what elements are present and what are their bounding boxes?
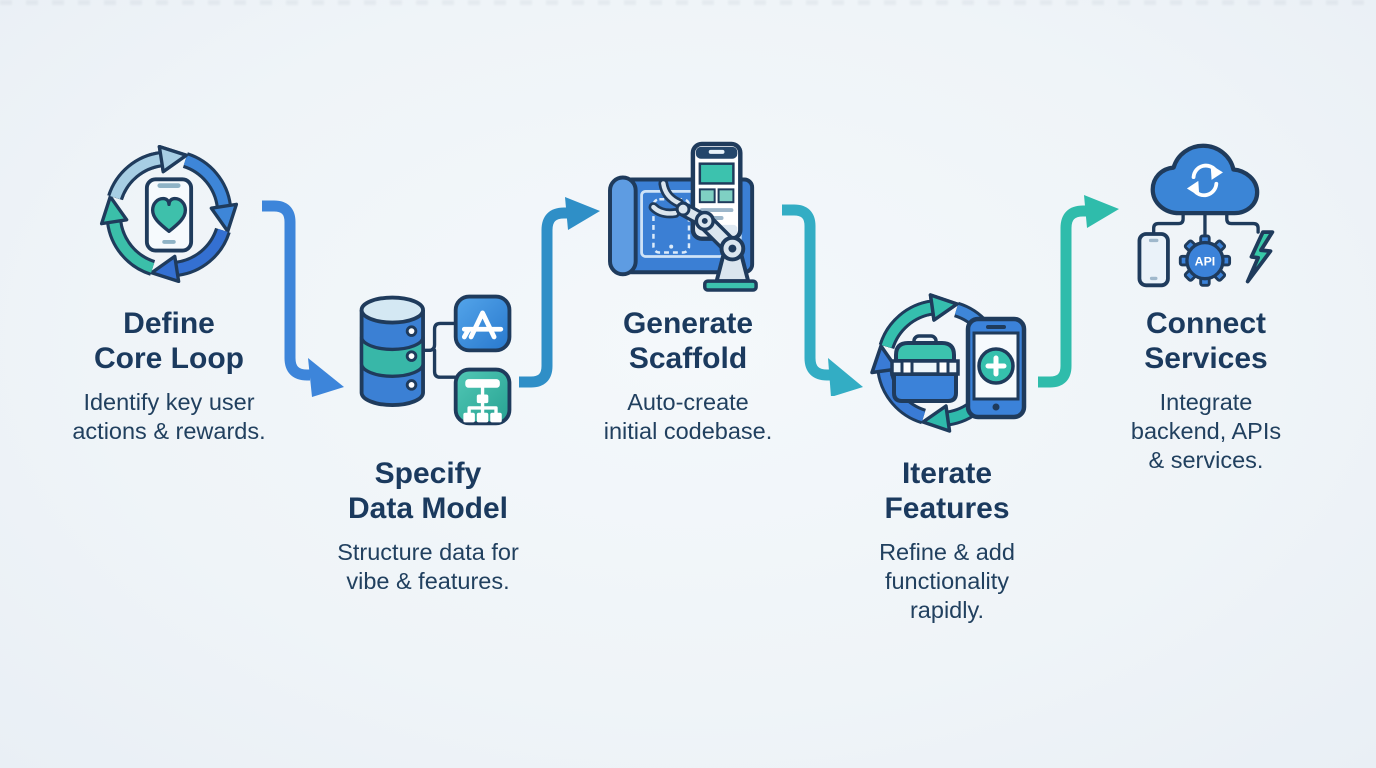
step-3-description: Auto-create initial codebase. [603, 389, 773, 444]
step-4-text: Iterate Features Refine & add functional… [797, 456, 1097, 625]
step-4-description: Refine & add functionality rapidly. [879, 539, 1015, 623]
phone-add-feature-icon [965, 316, 1027, 420]
connector-lines [421, 321, 458, 379]
phone-heart-cycle-icon [92, 137, 246, 291]
step-5-description: Integrate backend, APIs & services. [1130, 389, 1282, 473]
connector-lines [1152, 211, 1260, 240]
lightning-bolt-icon [1245, 230, 1275, 284]
step-2-text: Specify Data Model Structure data for vi… [278, 456, 578, 596]
toolbox-phone-cycle-icon [864, 281, 1027, 443]
step-1-description: Identify key user actions & rewards. [72, 389, 266, 444]
step-3-text: Generate Scaffold Auto-create initial co… [538, 306, 838, 446]
step-4-title: Iterate Features [884, 457, 1010, 525]
api-gear-icon: API [1178, 234, 1232, 287]
app-store-icon [453, 294, 512, 353]
top-edge-artifact [0, 0, 1376, 5]
arrow-step3-step4 [782, 204, 863, 396]
step-1-text: Define Core Loop Identify key user actio… [19, 306, 319, 446]
arrow-step4-step5 [1038, 195, 1119, 388]
arrow-step2-step3 [519, 197, 600, 388]
step-2-title: Specify Data Model [347, 457, 509, 525]
database-icon [359, 295, 425, 407]
toolbox-icon [890, 334, 960, 403]
api-gear-label: API [1195, 254, 1216, 268]
database-appstore-schema-icon [359, 294, 512, 426]
blueprint-scroll-curl [608, 175, 638, 277]
step-5-title: Connect Services [1144, 307, 1268, 375]
mobile-device-icon [1137, 232, 1170, 288]
step-2-description: Structure data for vibe & features. [337, 539, 519, 594]
step-5-text: Connect Services Integrate backend, APIs… [1056, 306, 1356, 475]
cloud-api-bolt-icon: API [1137, 143, 1275, 288]
step-3-title: Generate Scaffold [622, 307, 754, 375]
schema-tree-icon [453, 367, 512, 426]
robot-arm-icon [648, 178, 758, 292]
blueprint-robot-arm-icon [608, 141, 758, 292]
arrow-step1-step2 [262, 200, 344, 397]
step-1-title: Define Core Loop [94, 307, 244, 375]
cloud-sync-icon [1150, 143, 1260, 216]
phone-heart-icon [144, 177, 194, 253]
